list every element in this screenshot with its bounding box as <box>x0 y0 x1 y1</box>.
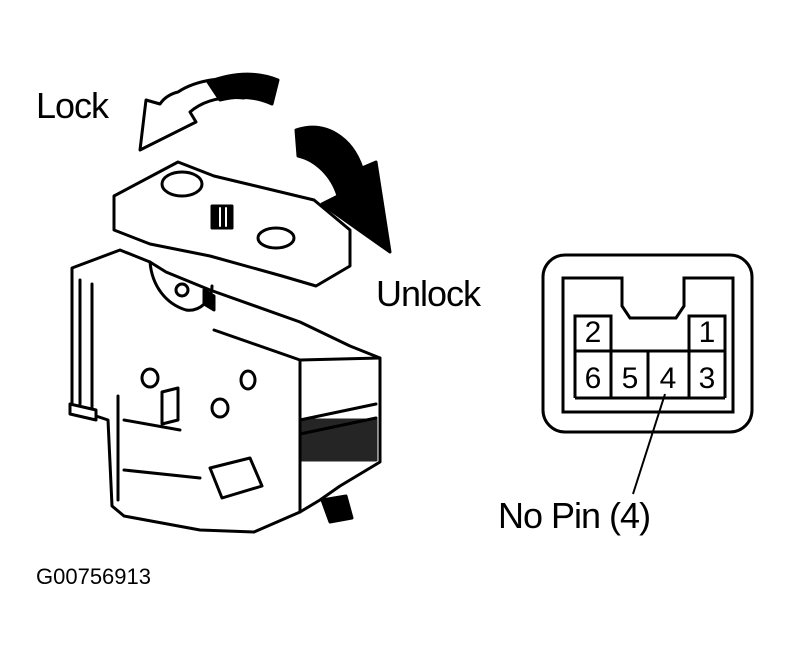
pin-number: 4 <box>659 362 677 395</box>
pin-number: 6 <box>584 362 602 395</box>
no-pin-label: No Pin (4) <box>498 495 651 536</box>
unlock-label: Unlock <box>376 273 481 314</box>
leader-line <box>632 393 666 495</box>
pin-number: 1 <box>698 316 716 349</box>
lock-label: Lock <box>36 85 109 126</box>
pin-number: 2 <box>584 316 602 349</box>
unlock-arrow <box>294 125 392 254</box>
figure-id: G00756913 <box>36 564 151 589</box>
connector-face <box>541 253 754 495</box>
lock-arrow-cap <box>206 72 280 106</box>
pin-number: 5 <box>621 362 639 395</box>
pin-number: 3 <box>698 362 716 395</box>
